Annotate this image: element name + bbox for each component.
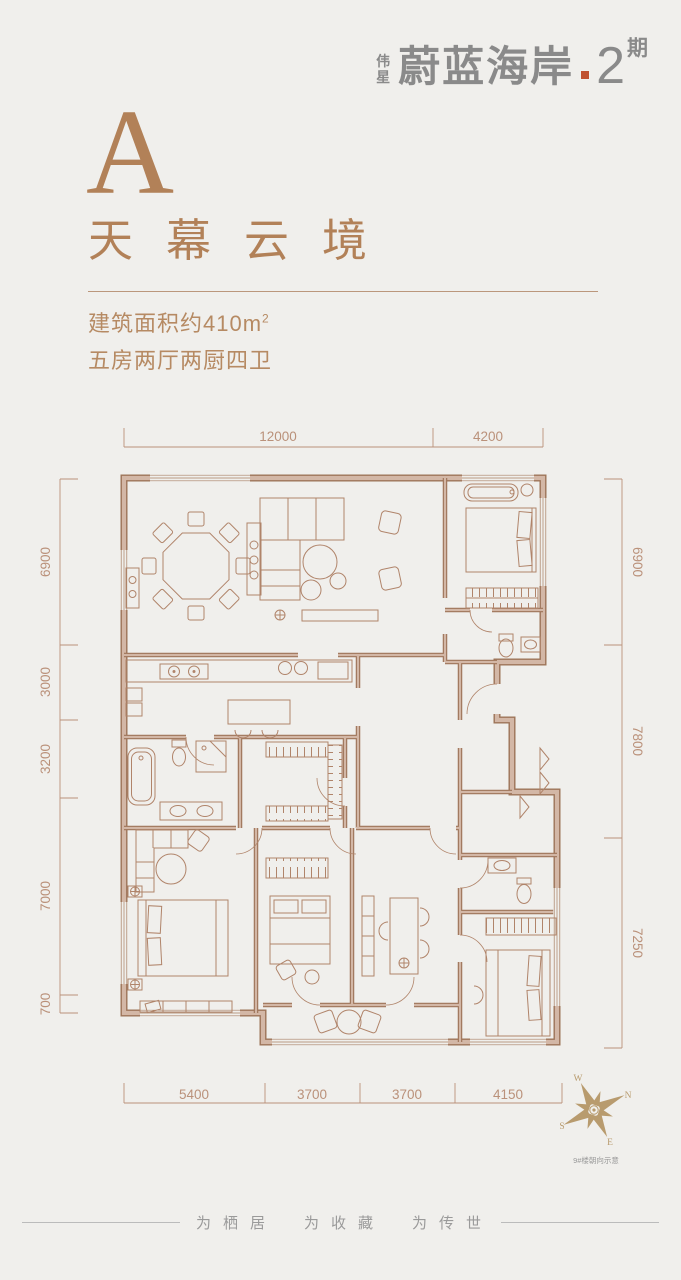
footer-slogan: 为栖居 为收藏 为传世	[195, 1215, 493, 1232]
footer: 为栖居 为收藏 为传世	[0, 1212, 681, 1233]
brand-phase-number: 2	[596, 37, 625, 95]
dim-left	[59, 478, 78, 1014]
bathroom-3	[487, 857, 532, 904]
unit-name: 天幕云境	[88, 216, 401, 266]
compass-s: S	[559, 1122, 564, 1132]
master-bedroom	[127, 829, 233, 1014]
unit-area-text: 建筑面积约410m	[88, 311, 263, 336]
brand-dot-icon	[581, 71, 590, 80]
dim-label: 12000	[259, 429, 297, 444]
bedroom-2	[265, 857, 331, 985]
dim-label: 4200	[473, 429, 503, 444]
kitchen	[125, 659, 353, 739]
footer-line-right	[501, 1222, 659, 1223]
floor-plan: 12000 4200 5400 3700 3700 4150 6900 3000…	[38, 428, 645, 1165]
dim-label: 3000	[38, 667, 53, 697]
dim-label: 3200	[38, 744, 53, 774]
entry-plants	[519, 746, 550, 820]
dim-label: 5400	[179, 1087, 209, 1102]
dim-label: 7250	[630, 928, 645, 958]
dim-right	[604, 478, 623, 1049]
footer-line-left	[21, 1222, 180, 1223]
dim-label: 4150	[493, 1087, 523, 1102]
dim-label: 7000	[38, 881, 53, 911]
compass-e: E	[607, 1138, 613, 1148]
bathroom-mid	[127, 739, 227, 821]
brand-phase-suffix: 期	[627, 37, 648, 60]
compass-caption: 9#楼朝向示意	[573, 1155, 619, 1165]
walkin-closet	[265, 741, 343, 822]
dim-label: 7800	[630, 726, 645, 756]
dim-label: 6900	[630, 547, 645, 577]
sofa-set	[259, 497, 402, 622]
unit-letter: A	[86, 85, 175, 220]
dim-bottom	[123, 1083, 563, 1104]
unit-area-sup: 2	[262, 311, 270, 326]
balcony-set	[313, 1009, 382, 1035]
dim-label: 3700	[297, 1087, 327, 1102]
entry-opening	[492, 684, 502, 714]
dim-top	[123, 428, 544, 448]
dining-set	[141, 511, 251, 621]
compass-w: W	[574, 1074, 583, 1084]
divider-line	[88, 291, 598, 292]
brand-vertical-text: 伟星	[376, 53, 391, 86]
dim-label: 6900	[38, 547, 53, 577]
compass-n: N	[625, 1091, 632, 1101]
brand-logo: 伟星 蔚蓝海岸 2 期	[376, 37, 648, 95]
unit-layout: 五房两厅两厨四卫	[88, 348, 273, 373]
brand-name: 蔚蓝海岸	[398, 43, 575, 91]
dim-label: 700	[38, 993, 53, 1016]
study	[361, 895, 430, 977]
suite-bedroom	[463, 483, 541, 658]
compass-icon: W N S E 9#楼朝向示意	[559, 1074, 632, 1165]
bedroom-3	[473, 917, 557, 1037]
windows	[120, 474, 561, 1046]
dim-label: 3700	[392, 1087, 422, 1102]
unit-area: 建筑面积约410m2	[88, 306, 270, 338]
plant-icon	[125, 522, 262, 609]
interior-walls	[124, 478, 557, 1042]
